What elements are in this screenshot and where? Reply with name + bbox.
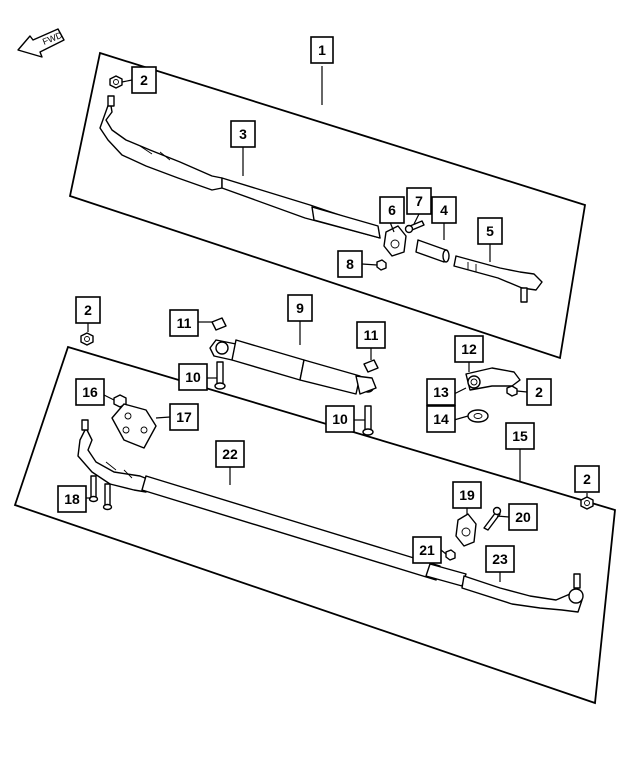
loose-nut-left-part (80, 332, 94, 346)
adjuster-clamp-part (383, 225, 407, 257)
callout-10-left-label: 10 (185, 369, 201, 385)
callout-18: 18 (57, 485, 87, 513)
callout-7: 7 (406, 187, 432, 215)
damper-bushing-left-part (211, 317, 227, 331)
callout-17: 17 (169, 403, 199, 431)
callout-18-label: 18 (64, 491, 80, 507)
upper-assembly-frame (68, 51, 587, 360)
callout-2-left-label: 2 (84, 302, 92, 318)
callout-2-right-label: 2 (583, 471, 591, 487)
callout-16-label: 16 (82, 384, 98, 400)
lower-assembly-frame (13, 345, 616, 705)
callout-3-label: 3 (239, 126, 247, 142)
callout-19-label: 19 (459, 487, 475, 503)
pitman-arm-part (465, 367, 521, 391)
callout-10-right: 10 (325, 405, 355, 433)
damper-bolt-left-part (214, 361, 226, 390)
callout-8: 8 (337, 250, 363, 278)
callout-11-right-label: 11 (364, 327, 379, 343)
clamp-nut-part (376, 259, 387, 271)
callout-8-label: 8 (346, 256, 354, 272)
callout-10-right-label: 10 (332, 411, 348, 427)
callout-22: 22 (215, 440, 245, 468)
callout-14: 14 (426, 405, 456, 433)
callout-5-label: 5 (486, 223, 494, 239)
callout-6-label: 6 (388, 202, 396, 218)
washer-part (467, 409, 489, 423)
drag-link-part (99, 95, 381, 239)
tie-rod-end-part (453, 255, 543, 303)
callout-17-label: 17 (176, 409, 192, 425)
callout-22-label: 22 (222, 446, 238, 462)
callout-11-left: 11 (169, 309, 199, 337)
callout-2-mid-label: 2 (535, 384, 543, 400)
callout-2-mid: 2 (526, 378, 552, 406)
callout-2-right: 2 (574, 465, 600, 493)
callout-11-left-label: 11 (177, 315, 192, 331)
bracket-bolts-part (88, 475, 113, 511)
callout-2-top: 2 (131, 66, 157, 94)
tie-rod-clamp-part (455, 513, 477, 547)
damper-bolt-right-part (362, 405, 374, 436)
callout-13-label: 13 (433, 384, 449, 400)
callout-15: 15 (505, 422, 535, 450)
clamp-bolt-lower-part (483, 506, 502, 531)
callout-20: 20 (508, 503, 538, 531)
callout-23-label: 23 (492, 551, 508, 567)
callout-1-label: 1 (318, 42, 326, 58)
callout-12-label: 12 (461, 341, 477, 357)
callout-3: 3 (230, 120, 256, 148)
callout-10-left: 10 (178, 363, 208, 391)
callout-1: 1 (310, 36, 334, 64)
callout-5: 5 (477, 217, 503, 245)
callout-4-label: 4 (440, 202, 448, 218)
bracket-plate-part (111, 403, 157, 449)
steering-damper-part (209, 339, 377, 395)
adjuster-sleeve-part (415, 239, 450, 263)
callout-9-label: 9 (296, 300, 304, 316)
loose-nut-right-part (580, 496, 594, 510)
callout-13: 13 (426, 378, 456, 406)
damper-bushing-right-part (363, 359, 379, 373)
callout-21-label: 21 (419, 542, 435, 558)
callout-19: 19 (452, 481, 482, 509)
callout-15-label: 15 (512, 428, 528, 444)
callout-16: 16 (75, 378, 105, 406)
callout-11-right: 11 (356, 321, 386, 349)
callout-12: 12 (454, 335, 484, 363)
callout-21: 21 (412, 536, 442, 564)
callout-2-left: 2 (75, 296, 101, 324)
tie-rod-tube-part (77, 419, 467, 587)
clamp-nut-lower-part (445, 549, 456, 561)
callout-9: 9 (287, 294, 313, 322)
callout-4: 4 (431, 196, 457, 224)
tie-rod-end-lower-part (461, 573, 584, 613)
callout-14-label: 14 (433, 411, 449, 427)
callout-7-label: 7 (415, 193, 423, 209)
clamp-bolt-part (404, 220, 425, 234)
callout-2-top-label: 2 (140, 72, 148, 88)
fwd-arrow-icon: FWD (17, 28, 65, 58)
callout-6: 6 (379, 196, 405, 224)
pitman-nut-part (506, 385, 518, 397)
callout-23: 23 (485, 545, 515, 573)
callout-20-label: 20 (515, 509, 531, 525)
upper-nut-part (109, 75, 123, 89)
